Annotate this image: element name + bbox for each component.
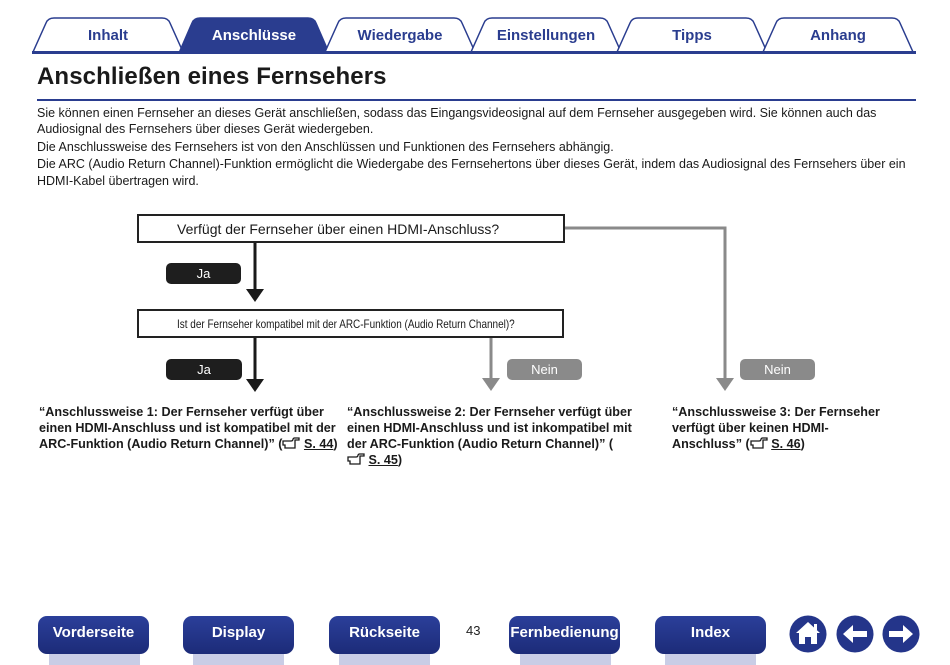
page-link[interactable]: S. 45 — [368, 453, 398, 467]
tab-underline — [32, 51, 916, 54]
front-panel-button[interactable]: Vorderseite — [38, 616, 149, 657]
page-link[interactable]: S. 44 — [303, 437, 334, 451]
tab-label: Wiedergabe — [357, 26, 443, 44]
result-text: “Anschlussweise 2: Der Fernseher verfügt… — [347, 405, 632, 451]
home-icon[interactable] — [789, 615, 827, 653]
yes-badge: Ja — [166, 359, 242, 380]
tab-shape — [762, 17, 914, 53]
intro-paragraph: Die Anschlussweise des Fernsehers ist vo… — [37, 139, 614, 154]
remote-control-button[interactable]: Fernbedienung — [509, 616, 620, 657]
tab-wiedergabe[interactable]: Wiedergabe — [324, 17, 476, 53]
tab-label: Anschlüsse — [211, 26, 297, 44]
intro-paragraph: Sie können einen Fernseher an dieses Ger… — [37, 106, 877, 137]
result-close: ) — [800, 437, 805, 451]
tab-einstellungen[interactable]: Einstellungen — [470, 17, 622, 53]
tab-shape — [32, 17, 184, 53]
page-number: 43 — [466, 623, 481, 638]
tab-label: Anhang — [810, 26, 866, 44]
arrow-head — [716, 378, 734, 391]
tab-label: Einstellungen — [496, 26, 596, 44]
arrow-head — [482, 378, 500, 391]
result-connection-3: “Anschlussweise 3: Der Fernseher verfügt… — [672, 404, 894, 452]
page-link[interactable]: S. 46 — [771, 437, 801, 451]
forward-arrow-icon[interactable] — [882, 615, 920, 653]
yes-badge: Ja — [166, 263, 241, 284]
pointing-hand-icon — [347, 453, 365, 465]
tab-shape — [470, 17, 622, 53]
display-button[interactable]: Display — [183, 616, 294, 657]
tab-label: Inhalt — [88, 26, 128, 44]
question-arc: Ist der Fernseher kompatibel mit der ARC… — [177, 316, 515, 331]
tab-shape — [178, 17, 330, 53]
result-close: ) — [397, 453, 403, 467]
intro-text: Sie können einen Fernseher an dieses Ger… — [37, 105, 917, 190]
pointing-hand-icon — [750, 437, 768, 449]
question-hdmi: Verfügt der Fernseher über einen HDMI-An… — [177, 220, 500, 237]
rear-panel-button[interactable]: Rückseite — [329, 616, 440, 657]
intro-paragraph: Die ARC (Audio Return Channel)-Funktion … — [37, 157, 906, 188]
no-badge: Nein — [507, 359, 582, 380]
result-connection-1: “Anschlussweise 1: Der Fernseher verfügt… — [39, 404, 339, 452]
tab-anschluesse[interactable]: Anschlüsse — [178, 17, 330, 53]
question-arc-box: Ist der Fernseher kompatibel mit der ARC… — [137, 309, 564, 338]
result-text: “Anschlussweise 1: Der Fernseher verfügt… — [39, 405, 336, 451]
back-arrow-icon[interactable] — [836, 615, 874, 653]
result-connection-2: “Anschlussweise 2: Der Fernseher verfügt… — [347, 404, 647, 468]
index-button[interactable]: Index — [655, 616, 766, 657]
tab-shape — [324, 17, 476, 53]
result-close: ) — [333, 437, 338, 451]
tab-label: Tipps — [672, 26, 712, 44]
tab-tipps[interactable]: Tipps — [616, 17, 768, 53]
arrow-head — [246, 379, 264, 392]
arrow-head — [246, 289, 264, 302]
tab-anhang[interactable]: Anhang — [762, 17, 914, 53]
tab-shape — [616, 17, 768, 53]
page-title: Anschließen eines Fernsehers — [37, 63, 387, 90]
result-text: “Anschlussweise 3: Der Fernseher verfügt… — [672, 405, 880, 451]
arrow-no-1 — [565, 226, 727, 381]
question-hdmi-box: Verfügt der Fernseher über einen HDMI-An… — [137, 214, 565, 243]
pointing-hand-icon — [282, 437, 301, 449]
tab-bar: Inhalt Anschlüsse Wiedergabe Einstellung… — [32, 17, 916, 54]
tab-inhalt[interactable]: Inhalt — [32, 17, 184, 53]
title-divider — [37, 99, 916, 101]
no-badge: Nein — [740, 359, 815, 380]
